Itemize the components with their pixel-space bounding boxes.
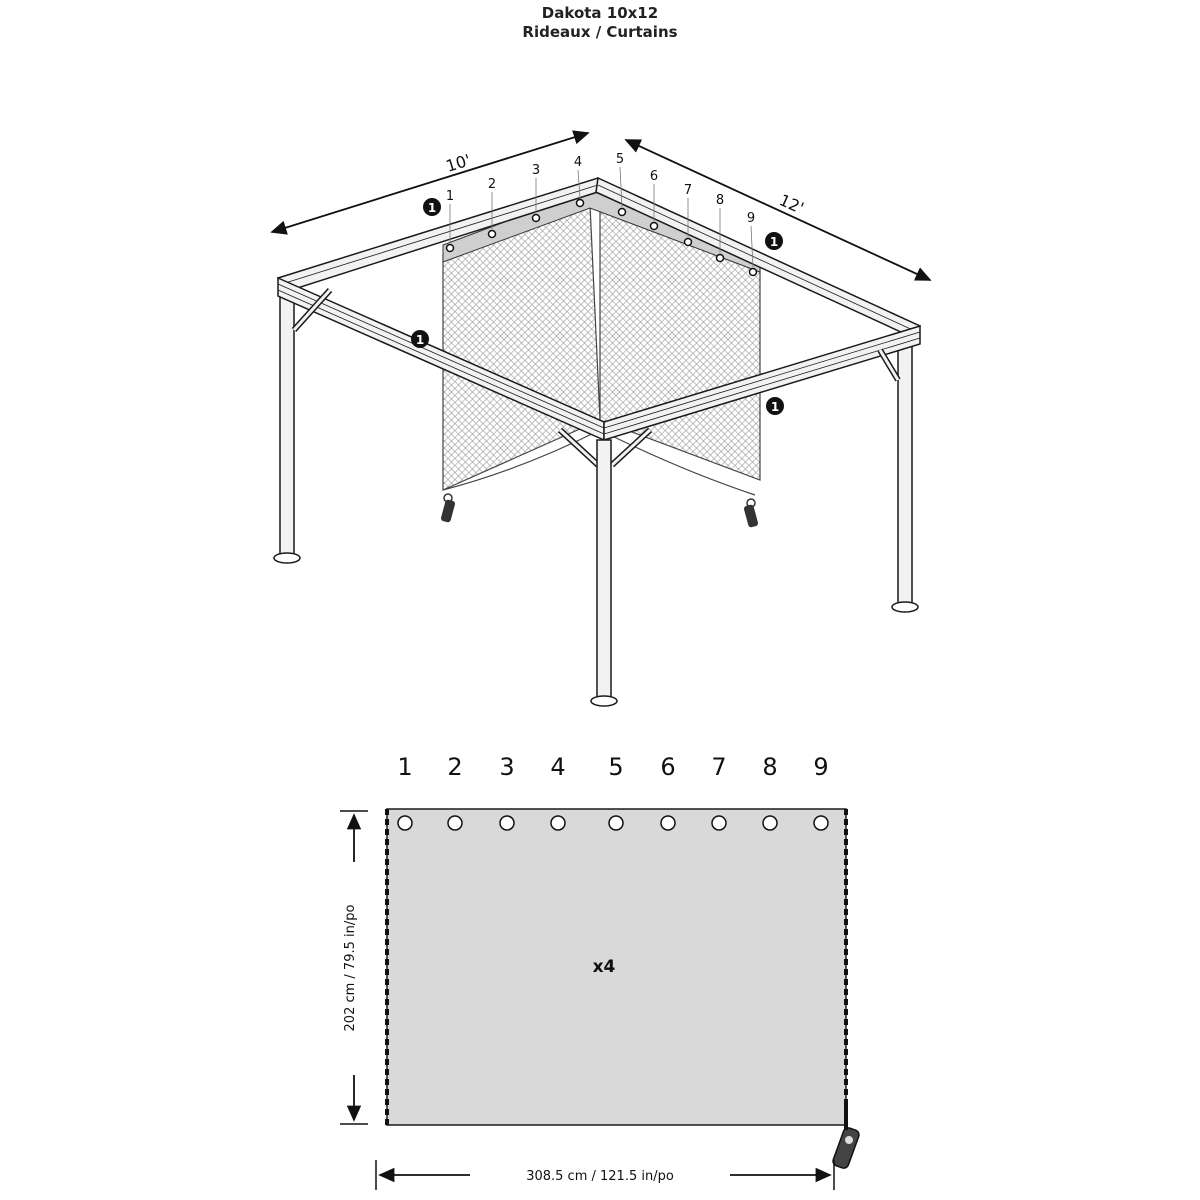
diagram-title: Dakota 10x12 bbox=[541, 4, 659, 22]
grommet-9 bbox=[813, 815, 829, 831]
svg-text:1: 1 bbox=[416, 333, 424, 347]
curtain-hook-6 bbox=[649, 221, 659, 231]
grommet-5 bbox=[608, 815, 624, 831]
width-dimension-label: 10' bbox=[444, 150, 473, 175]
hook-number-7: 7 bbox=[684, 183, 692, 198]
grommet-4 bbox=[550, 815, 566, 831]
depth-dimension-arrow bbox=[624, 139, 932, 281]
grommet-number-3: 3 bbox=[499, 753, 514, 781]
grommet-number-labels: 1 2 3 4 5 6 7 8 9 bbox=[397, 753, 828, 781]
height-dimension: 202 cm / 79.5 in/po bbox=[340, 810, 368, 1125]
curtain-hook-5 bbox=[617, 207, 627, 217]
hook-number-3: 3 bbox=[532, 163, 540, 178]
panel-width-label: 308.5 cm / 121.5 in/po bbox=[526, 1169, 674, 1184]
grommet-number-8: 8 bbox=[762, 753, 777, 781]
grommet-1 bbox=[397, 815, 413, 831]
curtain-panel: x4 bbox=[385, 808, 848, 1126]
hook-number-9: 9 bbox=[747, 211, 755, 226]
grommet-number-2: 2 bbox=[447, 753, 462, 781]
gazebo-frame bbox=[273, 176, 922, 707]
leg-back-right bbox=[897, 339, 913, 609]
curtain-bottom-left bbox=[442, 429, 601, 491]
leg-back-left bbox=[279, 284, 295, 561]
hook-number-1: 1 bbox=[446, 189, 454, 204]
grommet-number-7: 7 bbox=[711, 753, 726, 781]
width-dimension-arrow bbox=[270, 130, 590, 235]
grommet-number-9: 9 bbox=[813, 753, 828, 781]
callout-1-d: 1 bbox=[766, 397, 784, 415]
hook-number-5: 5 bbox=[616, 152, 624, 167]
panel-width-dimension: 308.5 cm / 121.5 in/po bbox=[375, 1160, 835, 1190]
panel-grommets bbox=[397, 815, 829, 831]
grommet-8 bbox=[762, 815, 778, 831]
leg-front bbox=[596, 439, 612, 703]
curtain-hook-9 bbox=[748, 267, 758, 277]
grommet-number-6: 6 bbox=[660, 753, 675, 781]
grommet-3 bbox=[499, 815, 515, 831]
zipper-pull-icon bbox=[832, 1100, 860, 1169]
hook-leader-5 bbox=[619, 166, 623, 208]
curtain-hook-2 bbox=[487, 229, 497, 239]
hook-number-2: 2 bbox=[488, 177, 496, 192]
curtain-hook-8 bbox=[715, 253, 725, 263]
curtain-bottom-right bbox=[599, 429, 756, 496]
callout-1-b: 1 bbox=[765, 232, 783, 250]
grommet-number-5: 5 bbox=[608, 753, 623, 781]
tieback-clip-left bbox=[440, 493, 456, 523]
depth-dimension-label: 12' bbox=[776, 190, 806, 217]
svg-text:1: 1 bbox=[771, 400, 779, 414]
height-dimension-label: 202 cm / 79.5 in/po bbox=[343, 904, 358, 1031]
grommet-7 bbox=[711, 815, 727, 831]
grommet-number-1: 1 bbox=[397, 753, 412, 781]
foot-back-left bbox=[273, 552, 301, 564]
curtain-panel-fill bbox=[386, 808, 847, 1126]
hook-number-8: 8 bbox=[716, 193, 724, 208]
diagram-subtitle: Rideaux / Curtains bbox=[522, 23, 678, 41]
curtain-hook-3 bbox=[531, 213, 541, 223]
tieback-clip-right bbox=[743, 498, 759, 528]
foot-back-right bbox=[891, 601, 919, 613]
svg-text:1: 1 bbox=[770, 235, 778, 249]
hook-number-6: 6 bbox=[650, 169, 658, 184]
grommet-2 bbox=[447, 815, 463, 831]
callout-1-a: 1 bbox=[423, 198, 441, 216]
callout-1-c: 1 bbox=[411, 330, 429, 348]
curtain-hook-7 bbox=[683, 237, 693, 247]
grommet-6 bbox=[660, 815, 676, 831]
curtain-hook-1 bbox=[445, 243, 455, 253]
panel-quantity: x4 bbox=[593, 957, 616, 977]
curtain-hook-4 bbox=[575, 198, 585, 208]
foot-front bbox=[590, 695, 618, 707]
svg-text:1: 1 bbox=[428, 201, 436, 215]
hook-number-4: 4 bbox=[574, 155, 582, 170]
grommet-number-4: 4 bbox=[550, 753, 565, 781]
